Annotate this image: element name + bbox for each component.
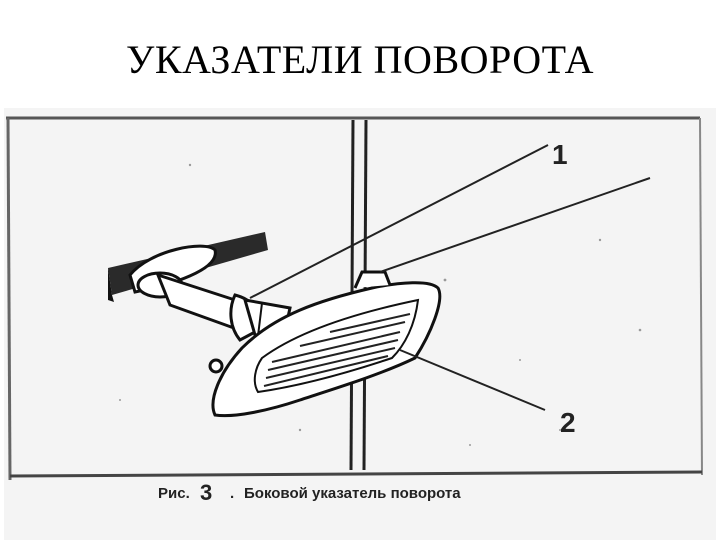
callout-2: 2	[560, 407, 576, 438]
scanned-figure: 1 2 Рис. 3 . Боковой указатель поворота	[0, 100, 720, 540]
frame-right	[699, 117, 703, 476]
caption-number: 3	[200, 480, 212, 505]
side-turn-indicator-drawing: 1 2 Рис. 3 . Боковой указатель поворота	[4, 108, 716, 540]
leader-lines	[249, 144, 651, 411]
caption-prefix: Рис.	[158, 485, 190, 502]
slide-title: УКАЗАТЕЛИ ПОВОРОТА	[126, 37, 594, 82]
caption-separator: .	[230, 485, 234, 502]
figure-caption: Рис. 3 . Боковой указатель поворота	[158, 480, 461, 505]
scan-noise	[119, 163, 642, 446]
lamp-housing	[211, 270, 442, 418]
frame-bottom	[9, 470, 703, 478]
frame-left	[6, 117, 12, 481]
callout-1: 1	[552, 139, 568, 170]
caption-text: Боковой указатель поворота	[244, 485, 461, 502]
